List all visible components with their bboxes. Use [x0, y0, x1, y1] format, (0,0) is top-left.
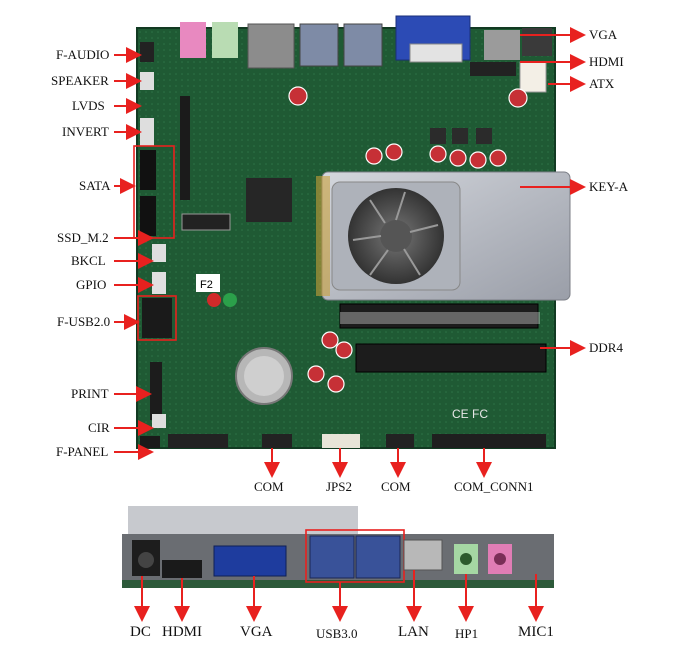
io-hdmi-port: [162, 560, 202, 578]
dc-jack: [522, 28, 552, 56]
usb-stack-2: [343, 23, 383, 67]
chip-f2-label: F2: [200, 279, 213, 291]
label-io-dc: DC: [130, 624, 151, 640]
lvds-header: [180, 96, 190, 200]
header-bkcl: [152, 244, 166, 262]
dimm-slot-2: [355, 343, 547, 373]
fcc-mark: FC: [472, 407, 488, 421]
sata-1: [140, 150, 156, 190]
header-speaker: [140, 72, 154, 90]
label-print: PRINT: [71, 386, 109, 401]
m2-ssd-slot: [181, 213, 231, 231]
lan-port: [247, 23, 295, 69]
label-gpio: GPIO: [76, 277, 107, 292]
label-jps2: JPS2: [326, 479, 353, 494]
sata-2: [140, 196, 156, 236]
label-io-lan: LAN: [398, 624, 429, 640]
header-com-1: [262, 434, 292, 448]
heatpipe: [316, 176, 330, 296]
header-com-2: [386, 434, 414, 448]
label-io-mic1: MIC1: [518, 624, 554, 640]
audio-jack-pink: [180, 22, 206, 58]
atx-connector: [519, 61, 547, 93]
label-com-conn1: COM_CONN1: [454, 479, 534, 494]
label-sata: SATA: [79, 178, 111, 193]
motherboard: F2 CE F: [133, 15, 571, 449]
io-panel: [122, 506, 554, 588]
header-cir: [152, 414, 166, 428]
label-ssd-m2: SSD_M.2: [57, 230, 109, 245]
io-lan-port: [403, 539, 443, 571]
label-key-a: KEY-A: [589, 179, 628, 194]
header-f-panel: [168, 434, 228, 448]
label-f-panel: F-PANEL: [56, 444, 109, 459]
label-vga: VGA: [589, 27, 618, 42]
ce-mark: CE: [452, 407, 469, 421]
io-vga-port: [213, 545, 287, 577]
label-cir: CIR: [88, 420, 110, 435]
label-bkcl: BKCL: [71, 253, 106, 268]
label-f-usb2: F-USB2.0: [57, 314, 111, 329]
label-io-vga: VGA: [240, 624, 273, 640]
header-invert: [140, 118, 154, 146]
dimm-slot-1: [339, 303, 539, 329]
hdmi-header: [409, 43, 463, 63]
label-invert: INVERT: [62, 124, 109, 139]
label-f-audio: F-AUDIO: [56, 47, 110, 62]
usb-stack-1: [299, 23, 339, 67]
label-lvds: LVDS: [72, 98, 105, 113]
m2-key-a: [246, 178, 292, 222]
label-atx: ATX: [589, 76, 615, 91]
header-gpio: [152, 272, 166, 294]
chip-f2: [196, 274, 220, 292]
label-speaker: SPEAKER: [51, 73, 109, 88]
header-jps2: [322, 434, 360, 448]
label-ddr4: DDR4: [589, 340, 623, 355]
header-print: [150, 362, 162, 420]
header-f-audio: [140, 42, 154, 62]
io-usb3-a: [309, 535, 355, 579]
label-hdmi: HDMI: [589, 54, 624, 69]
label-com-1: COM: [254, 479, 284, 494]
label-io-hdmi: HDMI: [162, 624, 202, 640]
header-com-conn1: [432, 434, 546, 448]
io-usb3-b: [355, 535, 401, 579]
header-block: [470, 62, 516, 76]
label-io-hp1: HP1: [455, 626, 479, 641]
label-io-usb3: USB3.0: [316, 626, 358, 641]
header-f-usb2: [142, 298, 172, 338]
label-com-2: COM: [381, 479, 411, 494]
audio-jack-green: [212, 22, 238, 58]
hdmi-port: [484, 30, 520, 60]
callout-arrows: [114, 27, 586, 622]
